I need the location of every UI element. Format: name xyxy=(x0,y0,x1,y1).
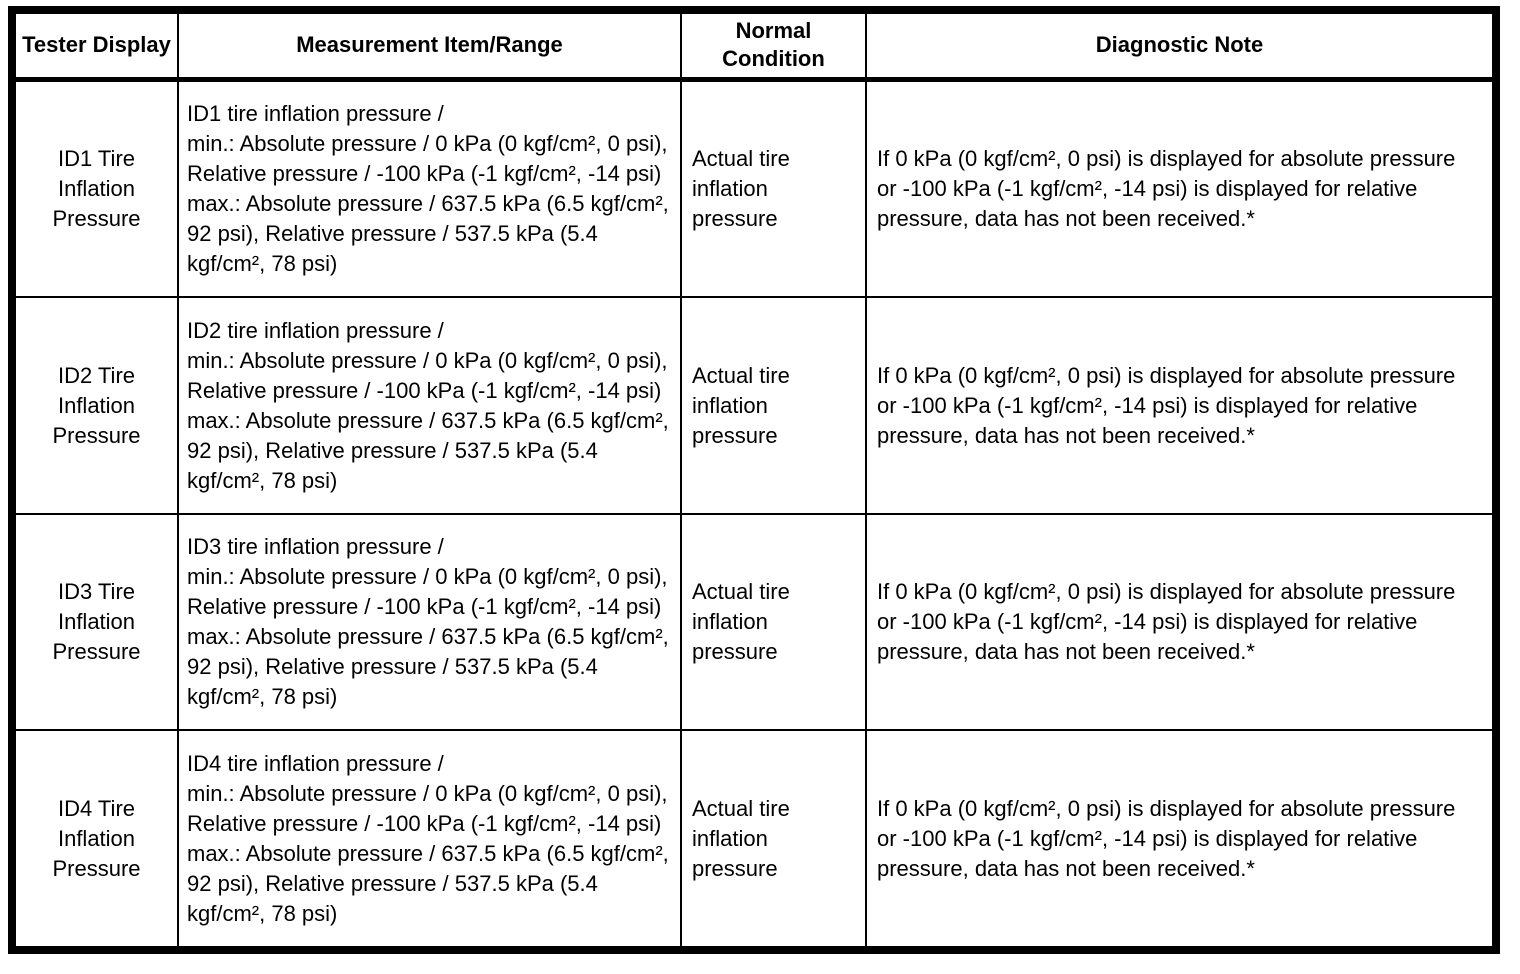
diagnostic-note-cell: If 0 kPa (0 kgf/cm², 0 psi) is displayed… xyxy=(865,77,1494,299)
col-header-diagnostic-note: Diagnostic Note xyxy=(865,12,1494,82)
normal-condition-cell: Actual tire inflation pressure xyxy=(680,729,867,948)
normal-condition-cell: Actual tire inflation pressure xyxy=(680,77,867,299)
measurement-item-range-cell: ID4 tire inflation pressure / min.: Abso… xyxy=(177,729,682,948)
tester-display-cell: ID3 Tire Inflation Pressure xyxy=(14,512,179,732)
measurement-item-range-cell: ID2 tire inflation pressure / min.: Abso… xyxy=(177,296,682,515)
col-header-tester-display: Tester Display xyxy=(14,12,179,82)
diagnostic-note-cell: If 0 kPa (0 kgf/cm², 0 psi) is displayed… xyxy=(865,729,1494,948)
table-row-id1: ID1 Tire Inflation Pressure ID1 tire inf… xyxy=(14,77,1494,299)
tester-display-cell: ID1 Tire Inflation Pressure xyxy=(14,77,179,299)
table-row-id2: ID2 Tire Inflation Pressure ID2 tire inf… xyxy=(14,296,1494,515)
measurement-item-range-cell: ID3 tire inflation pressure / min.: Abso… xyxy=(177,512,682,732)
tire-pressure-data-list-table: Tester Display Measurement Item/Range No… xyxy=(14,12,1494,948)
col-header-normal-condition: Normal Condition xyxy=(680,12,867,82)
tester-display-cell: ID2 Tire Inflation Pressure xyxy=(14,296,179,515)
col-header-measurement-item-range: Measurement Item/Range xyxy=(177,12,682,82)
diagnostic-note-cell: If 0 kPa (0 kgf/cm², 0 psi) is displayed… xyxy=(865,296,1494,515)
tester-display-cell: ID4 Tire Inflation Pressure xyxy=(14,729,179,948)
header-row: Tester Display Measurement Item/Range No… xyxy=(14,12,1494,82)
table-row-id4: ID4 Tire Inflation Pressure ID4 tire inf… xyxy=(14,729,1494,948)
table-row-id3: ID3 Tire Inflation Pressure ID3 tire inf… xyxy=(14,512,1494,732)
diagnostic-note-cell: If 0 kPa (0 kgf/cm², 0 psi) is displayed… xyxy=(865,512,1494,732)
measurement-item-range-cell: ID1 tire inflation pressure / min.: Abso… xyxy=(177,77,682,299)
normal-condition-cell: Actual tire inflation pressure xyxy=(680,512,867,732)
data-list-table-frame: Tester Display Measurement Item/Range No… xyxy=(8,6,1500,954)
normal-condition-cell: Actual tire inflation pressure xyxy=(680,296,867,515)
